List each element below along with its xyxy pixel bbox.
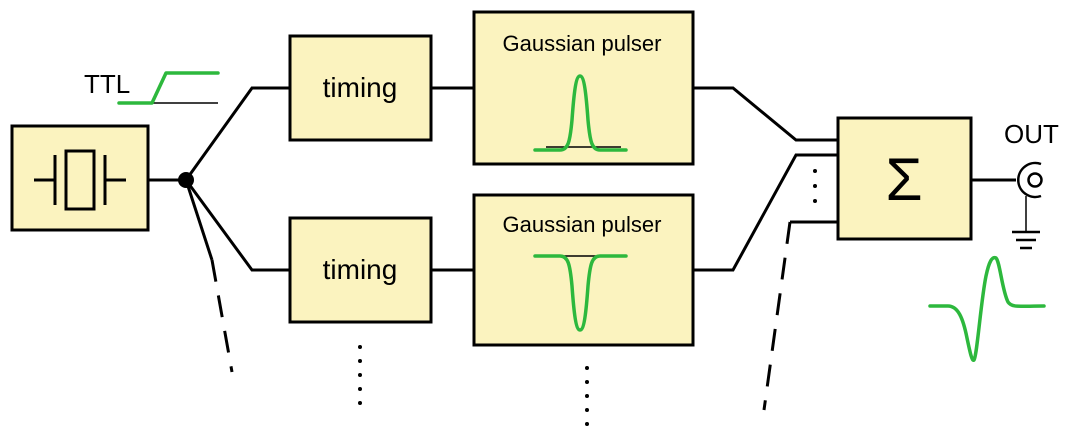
more-channels-dash-left [210,259,234,373]
output-bipolar-waveform [928,255,1046,362]
gaussian-pulser-top: Gaussian pulser [472,10,695,166]
summer-input-wires [693,86,838,411]
splitter-wires [148,86,290,373]
gaussian-pulser-bottom: Gaussian pulser [472,193,695,347]
ttl-step-waveform [117,71,220,105]
gaussian-negative-waveform [533,254,628,332]
out-label: OUT [1004,119,1059,149]
crystal-oscillator-icon [34,149,126,211]
more-channels-dash-right [762,221,792,411]
more-channels-dots-pulser [585,366,589,426]
oscillator-block [10,124,150,232]
summer-block: Σ [836,116,973,241]
gaussian-positive-waveform [533,74,628,152]
pulser-bottom-label: Gaussian pulser [503,212,662,237]
ground-icon [1012,230,1040,250]
timing-block-bottom: timing [288,216,433,324]
sum-symbol: Σ [885,146,922,213]
more-channels-dots-timing [358,345,362,405]
timing-block-top: timing [288,34,433,142]
more-channels-dots-summer [813,169,817,203]
timing-top-label: timing [323,72,398,103]
ttl-indicator: TTL [84,69,220,105]
ttl-label: TTL [84,69,130,99]
pulser-top-label: Gaussian pulser [503,31,662,56]
timing-bottom-label: timing [323,254,398,285]
coaxial-connector-icon [1017,161,1043,232]
